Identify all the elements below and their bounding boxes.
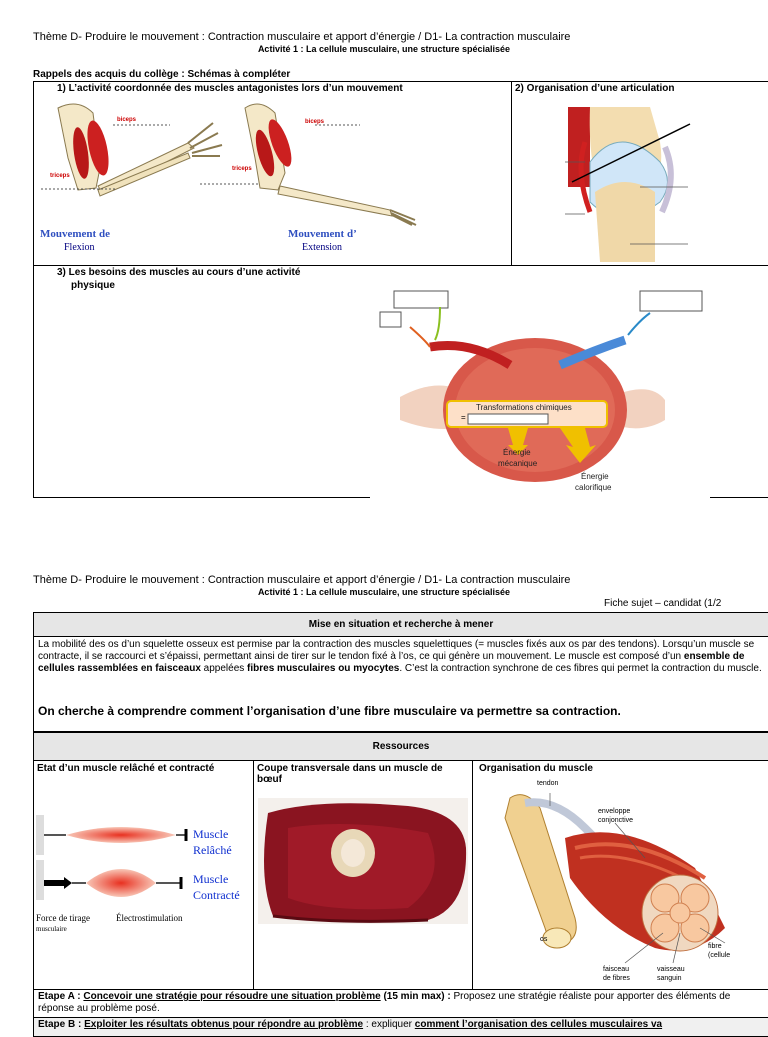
envelope-label: enveloppe conjonctive bbox=[598, 807, 633, 825]
arm-flexion-illustration: biceps triceps bbox=[41, 103, 223, 197]
beef-cross-section-photo bbox=[258, 798, 468, 924]
envelope-label-1: enveloppe bbox=[598, 808, 631, 815]
triceps-label-2: triceps bbox=[232, 166, 252, 172]
fibre-label-1: fibre bbox=[708, 943, 722, 950]
step-a-text: Etape A : Concevoir une stratégie pour r… bbox=[38, 991, 760, 1015]
relaxed-label: Muscle Relâché bbox=[193, 826, 232, 858]
section-situation-title: Mise en situation et recherche à mener bbox=[308, 619, 494, 630]
energy-heat-1: Énergie bbox=[581, 472, 609, 481]
step-a-time: (15 min max) : bbox=[380, 991, 451, 1002]
transform-label: Transformations chimiques bbox=[476, 403, 572, 412]
question-1: 1) L’activité coordonnée des muscles ant… bbox=[57, 83, 403, 94]
intro-bold-2: fibres musculaires ou myocytes bbox=[247, 663, 400, 674]
vaisseau-label-1: vaisseau bbox=[657, 966, 685, 973]
intro-text-1: La mobilité des os d’un squelette osseux… bbox=[38, 639, 755, 662]
muscle-needs-diagram bbox=[379, 290, 703, 482]
force-label-2: musculaire bbox=[36, 925, 67, 933]
col1-title: Etat d’un muscle relâché et contracté bbox=[37, 763, 215, 774]
fibre-label: fibre (cellule bbox=[708, 942, 730, 960]
page2-subtitle: Activité 1 : La cellule musculaire, une … bbox=[257, 587, 511, 597]
energy-mech-2: mécanique bbox=[498, 459, 538, 468]
transform-eq: = bbox=[461, 413, 466, 422]
os-label: os bbox=[540, 936, 548, 943]
contracted-label-1: Muscle bbox=[193, 872, 229, 886]
intro-text-2: appelées bbox=[200, 663, 248, 674]
vaisseau-label-2: sanguin bbox=[657, 975, 682, 982]
step-b-title: Exploiter les résultats obtenus pour rép… bbox=[84, 1019, 364, 1030]
biceps-label-2: biceps bbox=[305, 119, 325, 125]
muscle-organisation-illustration bbox=[504, 793, 726, 964]
electro-label: Électrostimulation bbox=[116, 913, 183, 923]
section-resources-header: Ressources bbox=[33, 732, 768, 761]
triceps-label: triceps bbox=[50, 173, 70, 179]
step-a-desc: Proposez une stratégie réaliste pour app… bbox=[38, 991, 731, 1014]
step-b-text: Etape B : Exploiter les résultats obtenu… bbox=[38, 1019, 768, 1031]
faisceau-label: faisceau de fibres bbox=[603, 965, 630, 983]
energy-mech-1: Énergie bbox=[503, 448, 531, 457]
contracted-label: Muscle Contracté bbox=[193, 871, 240, 903]
step-b-bold: comment l’organisation des cellules musc… bbox=[414, 1019, 663, 1030]
col3-title: Organisation du muscle bbox=[479, 763, 593, 774]
page1-subtitle: Activité 1 : La cellule musculaire, une … bbox=[257, 44, 511, 54]
flexion-label-1: Mouvement de bbox=[40, 228, 110, 240]
section-situation-header: Mise en situation et recherche à mener bbox=[33, 612, 768, 637]
step-a-label: Etape A : bbox=[38, 991, 84, 1002]
flexion-label-2: Flexion bbox=[64, 242, 95, 253]
faisceau-label-1: faisceau bbox=[603, 966, 630, 973]
recall-title: Rappels des acquis du collège : Schémas … bbox=[33, 69, 291, 80]
force-label: Force de tirage musculaire bbox=[36, 913, 90, 935]
question-3: 3) Les besoins des muscles au cours d’un… bbox=[57, 267, 301, 278]
arm-extension-illustration: biceps triceps bbox=[200, 103, 417, 226]
energy-heat-2: calorifique bbox=[575, 483, 612, 492]
col2-title: Coupe transversale dans un muscle de bœu… bbox=[257, 763, 443, 785]
force-label-1: Force de tirage bbox=[36, 913, 90, 923]
step-b-desc: : expliquer bbox=[363, 1019, 415, 1030]
contracted-label-2: Contracté bbox=[193, 888, 240, 902]
question-2: 2) Organisation d’une articulation bbox=[515, 83, 675, 94]
fiche-label: Fiche sujet – candidat (1/2 bbox=[604, 598, 722, 609]
intro-bold-1: ensemble de cellules rassemblées en fais… bbox=[38, 651, 745, 674]
biceps-label: biceps bbox=[117, 117, 137, 123]
envelope-label-2: conjonctive bbox=[598, 817, 634, 824]
table-bottom-border bbox=[33, 497, 370, 498]
muscle-relaxed-contracted-illustration bbox=[36, 815, 188, 900]
relaxed-label-2: Relâché bbox=[193, 843, 232, 857]
joint-illustration bbox=[565, 107, 691, 262]
page1-header: Thème D- Produire le mouvement : Contrac… bbox=[33, 31, 571, 43]
table-bottom-border-right bbox=[710, 497, 768, 498]
step-b-label: Etape B : bbox=[38, 1019, 85, 1030]
step-b-row: Etape B : Exploiter les résultats obtenu… bbox=[33, 1017, 768, 1037]
extension-label-2: Extension bbox=[302, 242, 342, 253]
section-resources-title: Ressources bbox=[372, 741, 430, 752]
situation-body: La mobilité des os d’un squelette osseux… bbox=[33, 636, 768, 732]
extension-label-1: Mouvement d’ bbox=[288, 228, 357, 240]
fibre-label-2: (cellule bbox=[708, 952, 731, 959]
relaxed-label-1: Muscle bbox=[193, 827, 229, 841]
table-top-border bbox=[33, 81, 768, 82]
table-left-border bbox=[33, 81, 34, 498]
intro-text-3: . C’est la contraction synchrone de ces … bbox=[399, 663, 762, 674]
table-mid-border bbox=[511, 81, 512, 265]
step-a-row: Etape A : Concevoir une stratégie pour r… bbox=[33, 989, 768, 1018]
research-question: On cherche à comprendre comment l’organi… bbox=[38, 704, 621, 718]
question-3-cont: physique bbox=[71, 280, 115, 291]
vaisseau-label: vaisseau sanguin bbox=[657, 965, 685, 983]
table-row-border bbox=[33, 265, 768, 266]
intro-paragraph: La mobilité des os d’un squelette osseux… bbox=[38, 639, 763, 675]
faisceau-label-2: de fibres bbox=[603, 975, 630, 982]
page2-header: Thème D- Produire le mouvement : Contrac… bbox=[33, 574, 571, 586]
tendon-label: tendon bbox=[537, 780, 559, 787]
step-a-title: Concevoir une stratégie pour résoudre un… bbox=[83, 991, 381, 1002]
